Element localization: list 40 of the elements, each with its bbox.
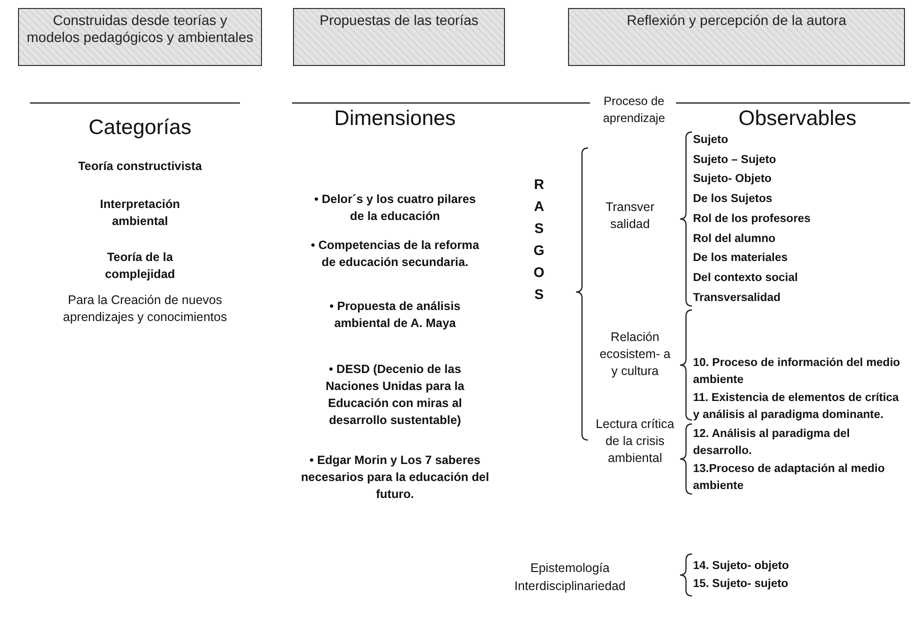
dimension-text: • Propuesta de análisis ambiental de A. Maya — [328, 298, 462, 332]
text-box — [568, 8, 905, 66]
feature-label: Transver salidad — [604, 199, 656, 233]
observable-text: 15. Sujeto- sujeto — [693, 577, 790, 592]
observable-text: Sujeto – Sujeto — [693, 153, 778, 168]
observable-text: De los materiales — [693, 251, 789, 266]
observable-text: Del contexto social — [693, 271, 799, 286]
observable-text: 10. Proceso de información del medio ambiente — [693, 356, 902, 388]
feature-label: Lectura crítica de la crisis ambiental — [594, 416, 676, 467]
observable-text: 11. Existencia de elementos de crítica y análisis al paradigma dominante. — [693, 391, 900, 422]
dimension-text: • DESD (Decenio de las Naciones Unidas para la Educación con miras al desarrollo sustentable) — [324, 361, 466, 429]
observable-text: 13.Proceso de adaptación al medio ambiente — [693, 462, 886, 494]
observable-text: Sujeto- Objeto — [693, 172, 773, 187]
box-text: Construidas desde teorías y modelos pedagógicos y ambientales — [26, 12, 254, 46]
dimension-text: • Edgar Morin y Los 7 saberes necesarios para la educación del futuro. — [300, 452, 490, 503]
observable-text: De los Sujetos — [693, 192, 774, 207]
observable-text: Rol del alumno — [693, 232, 776, 247]
dimension-text: • Competencias de la reforma de educación secundaria. — [310, 237, 480, 271]
observable-text: 14. Sujeto- objeto — [693, 559, 790, 574]
feature-label: Interdisciplinariedad — [513, 578, 627, 595]
category-text: Para la Creación de nuevos aprendizajes y conocimientos — [62, 292, 228, 326]
category-text: Teoría constructivista — [77, 158, 203, 175]
category-text: Interpretación ambiental — [98, 196, 181, 230]
column-heading: Observables — [738, 107, 858, 131]
vertical-label: RASGOS — [530, 176, 548, 308]
feature-label: Epistemología — [529, 560, 611, 577]
box-text: Propuestas de las teorías — [320, 12, 478, 29]
category-text: Teoría de la complejidad — [104, 249, 176, 283]
observable-text: Transversalidad — [693, 291, 782, 306]
text-box — [293, 8, 505, 66]
text-box — [18, 8, 262, 66]
observable-text: Sujeto — [693, 133, 730, 148]
feature-label: Relación ecosistem- a y cultura — [598, 329, 672, 380]
dimension-text: • Delor´s y los cuatro pilares de la educación — [313, 191, 477, 225]
box-text: Reflexión y percepción de la autora — [626, 12, 846, 29]
observable-text: 12. Análisis al paradigma del desarrollo. — [693, 427, 851, 458]
column-heading: Categorías — [88, 116, 192, 140]
section-label: Proceso de aprendizaje — [602, 93, 666, 127]
observable-text: Rol de los profesores — [693, 212, 812, 227]
column-heading: Dimensiones — [333, 107, 457, 131]
